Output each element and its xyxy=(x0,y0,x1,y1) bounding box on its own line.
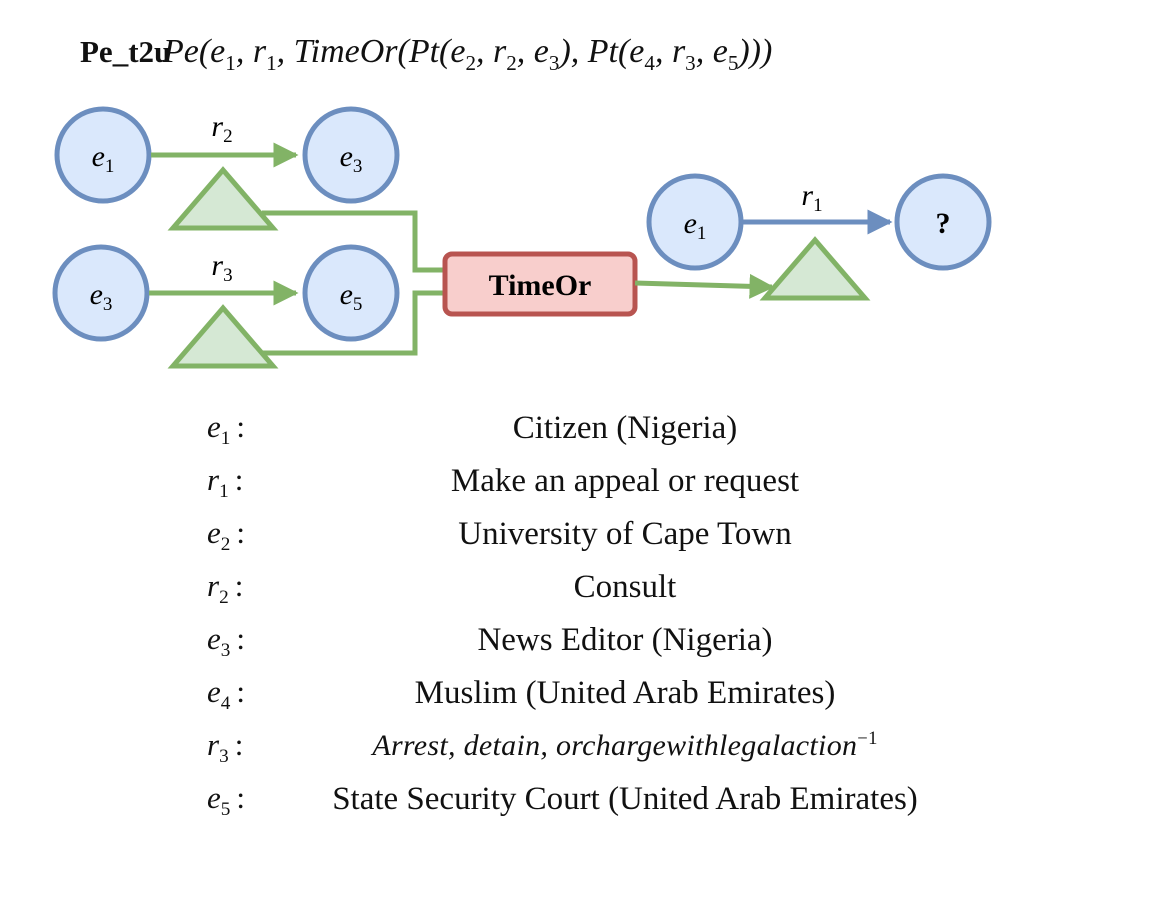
operator-label: TimeOr xyxy=(489,269,592,302)
legend-value: University of Cape Town xyxy=(458,516,792,552)
title-row: Pe_t2u xyxy=(80,28,171,76)
legend-row: e2: University of Cape Town xyxy=(195,511,995,564)
node-final-source-label: e1 xyxy=(684,207,707,244)
legend-row: e3: News Editor (Nigeria) xyxy=(195,617,995,670)
edge-final-label: r1 xyxy=(801,179,822,216)
projection-final xyxy=(759,236,871,301)
edge-bottom-label: r3 xyxy=(211,249,232,286)
legend-value: Make an appeal or request xyxy=(450,463,800,499)
legend-value: Arrest, detain, orchargewithlegalaction−… xyxy=(372,728,878,762)
legend-value: State Security Court (United Arab Emirat… xyxy=(332,781,918,817)
node-top-target-label: e3 xyxy=(340,140,363,177)
node-bottom-source xyxy=(52,244,150,342)
formula-text: , e xyxy=(695,33,728,70)
formula-subscript: 5 xyxy=(727,50,739,75)
link-op-to-projection xyxy=(634,273,775,299)
link-top-to-op xyxy=(262,210,445,273)
legend-value: Citizen (Nigeria) xyxy=(512,410,738,446)
formula-text: , r xyxy=(235,33,267,70)
legend-key: r2: xyxy=(207,568,244,609)
legend-key: e4: xyxy=(207,674,245,715)
node-top-source-label: e1 xyxy=(92,140,115,177)
query-diagram: e1 e3 r2 e3 e5 r3 TimeOr e1 r1 ? xyxy=(52,106,992,369)
legend-key: e5: xyxy=(207,780,245,821)
legend-row: e5: State Security Court (United Arab Emi… xyxy=(195,776,995,829)
legend-row: e4: Muslim (United Arab Emirates) xyxy=(195,670,995,723)
formula-text: , e xyxy=(516,33,549,70)
legend-key: e2: xyxy=(207,515,245,556)
legend-row: r3: Arrest, detain, orchargewithlegalacti… xyxy=(195,723,995,776)
legend-key: e1: xyxy=(207,409,245,450)
formula-text: , TimeOr(Pt(e xyxy=(276,33,466,70)
formula-text: , r xyxy=(654,33,686,70)
node-answer-label: ? xyxy=(936,207,951,240)
legend-value: News Editor (Nigeria) xyxy=(477,622,773,658)
formula-text: ))) xyxy=(738,33,773,70)
projection-top xyxy=(167,166,279,231)
legend-key: e3: xyxy=(207,621,245,662)
formula-text: , r xyxy=(476,33,507,70)
projection-bottom xyxy=(167,304,279,369)
formula-subscript: 2 xyxy=(465,50,477,75)
node-final-source xyxy=(646,173,744,271)
legend-value: Muslim (United Arab Emirates) xyxy=(414,675,836,711)
legend: e1: Citizen (Nigeria) r1: Make an appeal or… xyxy=(195,405,995,829)
formula-subscript: 4 xyxy=(644,50,655,75)
formula-text: Pe(e xyxy=(163,33,226,70)
query-formula: Pe(e1, r1, TimeOr(Pt(e2, r2, e3), Pt(e4,… xyxy=(163,28,772,87)
query-name: Pe_t2u xyxy=(80,34,172,69)
legend-row: e1: Citizen (Nigeria) xyxy=(195,405,995,458)
formula-text: ), Pt(e xyxy=(559,33,645,70)
formula-subscript: 1 xyxy=(266,50,277,75)
legend-row: r2: Consult xyxy=(195,564,995,617)
formula-subscript: 2 xyxy=(506,50,517,75)
node-top-target xyxy=(302,106,400,204)
link-bottom-to-op xyxy=(262,290,445,356)
node-top-source xyxy=(54,106,152,204)
node-bottom-target xyxy=(302,244,400,342)
node-bottom-target-label: e5 xyxy=(340,278,363,315)
legend-value: Consult xyxy=(573,569,677,605)
legend-key: r3: xyxy=(207,727,244,768)
legend-row: r1: Make an appeal or request xyxy=(195,458,995,511)
formula-subscript: 3 xyxy=(548,50,560,75)
formula-subscript: 3 xyxy=(685,50,696,75)
node-answer xyxy=(894,173,992,271)
formula-subscript: 1 xyxy=(225,50,236,75)
node-bottom-source-label: e3 xyxy=(90,278,113,315)
edge-top-label: r2 xyxy=(211,110,232,147)
legend-key: r1: xyxy=(207,462,244,503)
